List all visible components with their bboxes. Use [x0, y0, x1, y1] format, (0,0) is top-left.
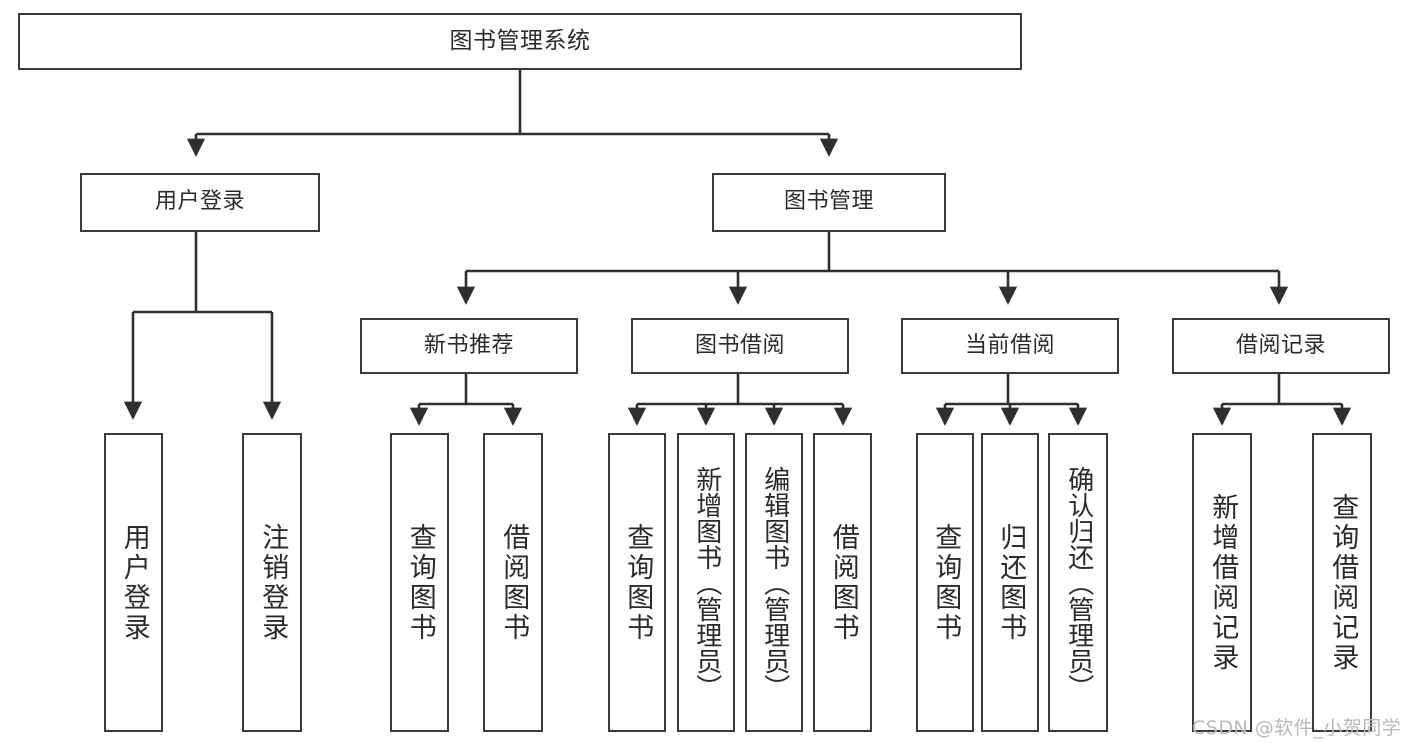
node-new-book-recommend[interactable]: 新书推荐 [360, 318, 578, 374]
leaf-return-book[interactable]: 归还图书 [981, 433, 1039, 732]
node-label: 借阅记录 [1235, 332, 1326, 358]
node-label: 编辑图书（管理员） [759, 465, 790, 700]
node-label: 新增图书（管理员） [691, 465, 722, 700]
node-label: 用户登录 [154, 189, 245, 215]
leaf-borrow-book-2[interactable]: 借阅图书 [813, 433, 872, 732]
node-current-borrow[interactable]: 当前借阅 [901, 318, 1119, 374]
leaf-confirm-return[interactable]: 确认归还（管理员） [1048, 433, 1108, 732]
node-label: 当前借阅 [964, 332, 1055, 358]
node-label: 图书借阅 [694, 332, 785, 358]
node-label: 图书管理 [783, 189, 874, 215]
leaf-borrow-book-1[interactable]: 借阅图书 [483, 433, 543, 732]
node-label: 查询借阅记录 [1327, 492, 1359, 673]
leaf-logout-login[interactable]: 注销登录 [242, 433, 302, 732]
node-label: 查询图书 [930, 522, 962, 643]
leaf-query-book-2[interactable]: 查询图书 [608, 433, 666, 732]
node-book-manage[interactable]: 图书管理 [712, 173, 946, 232]
node-label: 注销登录 [257, 522, 289, 643]
leaf-user-login[interactable]: 用户登录 [104, 433, 163, 732]
node-root-system[interactable]: 图书管理系统 [18, 13, 1022, 70]
node-label: 新增借阅记录 [1207, 492, 1239, 673]
node-label: 借阅图书 [827, 522, 859, 643]
node-label: 图书管理系统 [449, 27, 591, 54]
node-label: 新书推荐 [423, 332, 514, 358]
node-label: 用户登录 [118, 522, 150, 643]
leaf-query-record[interactable]: 查询借阅记录 [1312, 433, 1372, 732]
node-label: 归还图书 [995, 522, 1027, 643]
leaf-query-book-1[interactable]: 查询图书 [390, 433, 449, 732]
watermark-text: CSDN @软件_小贺同学 [1192, 717, 1402, 739]
leaf-query-book-3[interactable]: 查询图书 [916, 433, 974, 732]
node-label: 借阅图书 [498, 522, 530, 643]
leaf-edit-book[interactable]: 编辑图书（管理员） [745, 433, 803, 732]
leaf-add-record[interactable]: 新增借阅记录 [1192, 433, 1252, 732]
node-label: 查询图书 [404, 522, 436, 643]
node-borrow-record[interactable]: 借阅记录 [1172, 318, 1390, 374]
node-book-borrow[interactable]: 图书借阅 [631, 318, 849, 374]
node-user-login[interactable]: 用户登录 [80, 173, 320, 232]
node-label: 查询图书 [622, 522, 654, 643]
node-label: 确认归还（管理员） [1063, 465, 1094, 700]
leaf-add-book[interactable]: 新增图书（管理员） [677, 433, 735, 732]
